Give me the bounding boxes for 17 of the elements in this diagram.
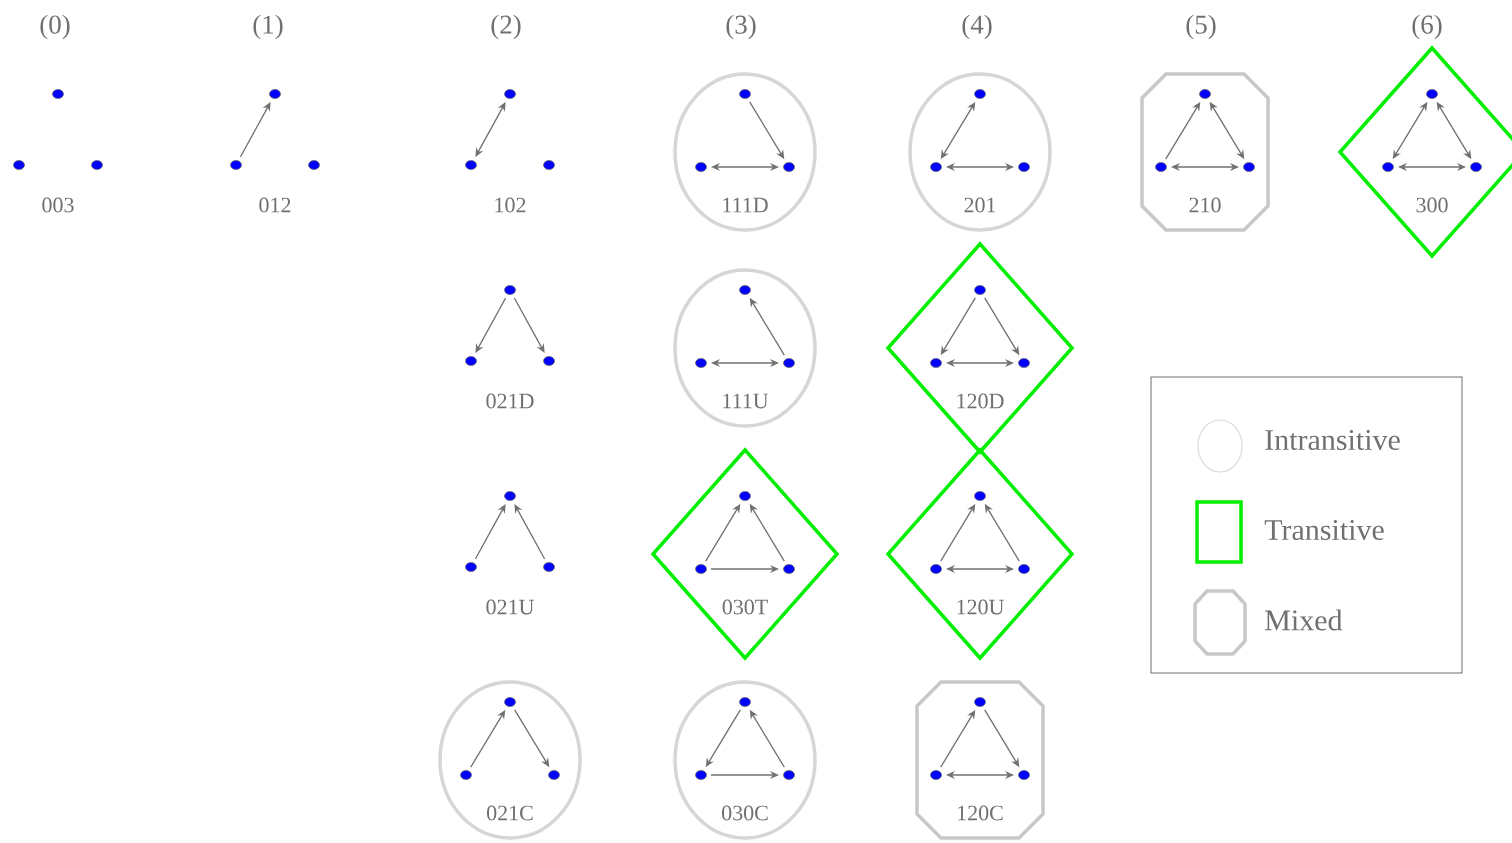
triad-label: 102 — [495, 197, 526, 213]
column-header: (3) — [726, 14, 756, 40]
column-header: (5) — [1186, 14, 1216, 40]
column-header: (1) — [253, 14, 283, 40]
legend-text: Transitive — [1264, 519, 1384, 541]
column-header: (4) — [962, 14, 992, 40]
triad-octagon: 120C — [915, 680, 1045, 840]
legend-text: Intransitive — [1265, 429, 1400, 451]
triad-label: 003 — [42, 197, 74, 213]
legend-text: Mixed — [1265, 609, 1343, 631]
column-header: (6) — [1412, 14, 1442, 40]
triad-label: 021D — [486, 393, 534, 409]
column-header: (2) — [491, 14, 521, 40]
column-header: (0) — [40, 14, 70, 40]
triad-octagon: 210 — [1140, 72, 1270, 232]
triad-label: 021U — [486, 599, 534, 615]
triad-label: 012 — [259, 197, 291, 213]
